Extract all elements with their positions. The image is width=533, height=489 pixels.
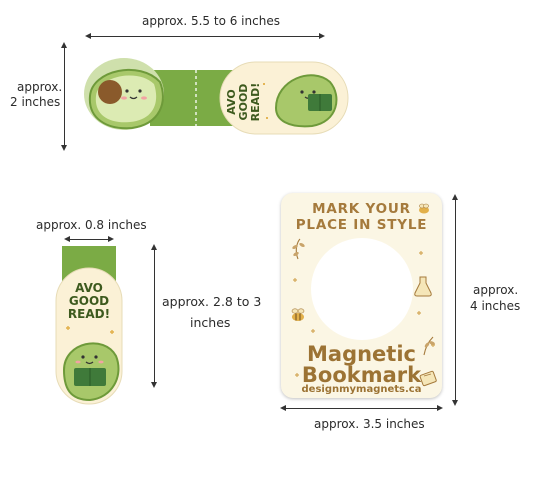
package-window xyxy=(311,238,413,340)
package-width-arrow-left xyxy=(280,405,286,411)
sparkle-icon xyxy=(266,117,268,119)
bee-icon xyxy=(419,203,429,214)
folded-height-arrow-down xyxy=(151,382,157,388)
package-width-label: approx. 3.5 inches xyxy=(314,417,425,431)
avocado-reading-right xyxy=(219,61,349,135)
package-decorations xyxy=(291,203,437,387)
folded-width-arrow-right xyxy=(108,236,114,242)
folded-bookmark-text: AVO GOOD READ! xyxy=(56,282,122,321)
package-height-label-2: 4 inches xyxy=(470,299,521,313)
package-height-arrow-up xyxy=(452,194,458,200)
package-width-line xyxy=(283,408,440,409)
sparkle-icon xyxy=(110,330,114,334)
package-height-line xyxy=(455,198,456,402)
top-height-label-2: 2 inches xyxy=(10,95,61,109)
top-height-arrow-up xyxy=(61,42,67,48)
text-line-3: READ! xyxy=(249,82,262,122)
folded-height-label-1: approx. 2.8 to 3 xyxy=(162,294,262,309)
folded-width-line xyxy=(67,239,111,240)
text-line-2: GOOD xyxy=(68,294,110,308)
top-height-label-1: approx. xyxy=(17,80,63,94)
folded-bookmark xyxy=(55,246,123,405)
folded-width-arrow-left xyxy=(64,236,70,242)
top-width-arrow-left xyxy=(85,33,91,39)
avocado-face-left xyxy=(84,58,164,130)
leaf-icon xyxy=(423,336,435,356)
folded-height-arrow-up xyxy=(151,244,157,250)
book-icon xyxy=(419,370,437,387)
unfolded-bookmark xyxy=(84,58,349,135)
text-line-3: READ! xyxy=(67,307,111,321)
sparkle-icon xyxy=(263,83,265,85)
package-height-label-1: approx. xyxy=(473,283,519,297)
sparkle-icon xyxy=(66,326,70,330)
package-website: designmymagnets.ca xyxy=(301,384,422,395)
leaf-icon xyxy=(292,238,305,260)
top-width-label: approx. 5.5 to 6 inches xyxy=(142,14,280,28)
folded-height-label-2: inches xyxy=(190,315,231,330)
top-height-arrow-down xyxy=(61,145,67,151)
package-width-arrow-right xyxy=(437,405,443,411)
package-height-arrow-down xyxy=(452,400,458,406)
folded-width-label: approx. 0.8 inches xyxy=(36,218,147,232)
package-title-1: Magnetic xyxy=(307,342,416,366)
top-width-line xyxy=(88,36,322,37)
top-width-arrow-right xyxy=(319,33,325,39)
text-line-1: AVO xyxy=(75,281,103,295)
top-bookmark-text: AVO GOOD READ! xyxy=(225,70,262,134)
bee-icon xyxy=(291,308,305,321)
folded-height-line xyxy=(154,248,155,384)
package-heading-1: MARK YOUR xyxy=(312,201,411,217)
package-title-2: Bookmark xyxy=(301,363,422,387)
flask-icon xyxy=(414,276,432,297)
top-height-line xyxy=(64,46,65,148)
package-card: MARK YOUR PLACE IN STYLE xyxy=(281,193,442,398)
sparkle-icon xyxy=(293,251,435,377)
package-heading-2: PLACE IN STYLE xyxy=(295,217,428,233)
